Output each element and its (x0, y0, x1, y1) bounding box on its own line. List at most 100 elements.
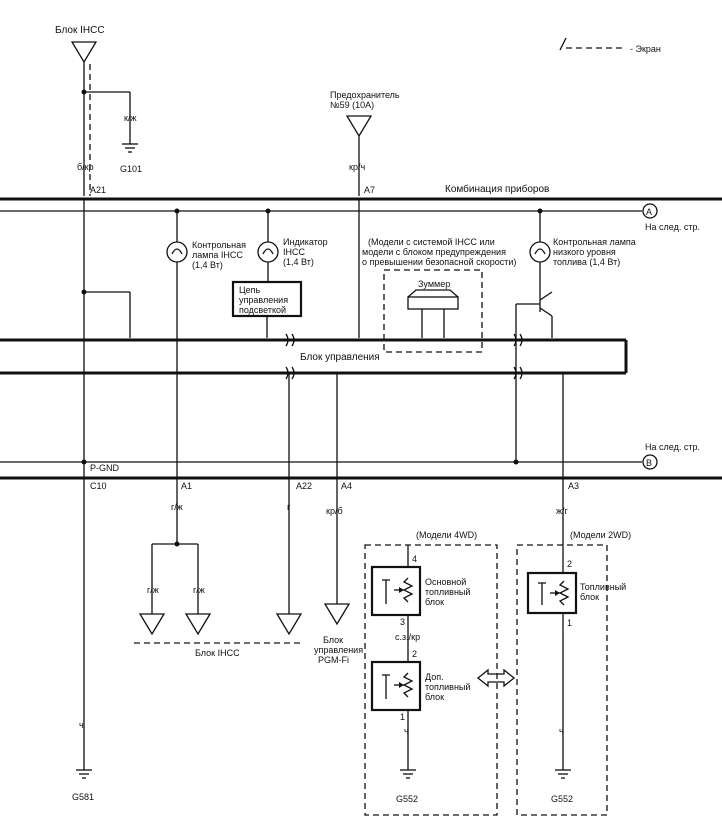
connector-c10: C10 (90, 481, 107, 491)
p-gnd-label: P-GND (90, 463, 120, 473)
next-page-a-letter: A (646, 207, 652, 217)
low-fuel-lamp-line3: топлива (1,4 Вт) (553, 257, 620, 267)
main-fuel-unit-line2: топливный (425, 587, 470, 597)
low-fuel-lamp-bulb-icon (529, 241, 551, 263)
pin-3: 3 (400, 617, 405, 627)
pin-2b: 2 (567, 559, 572, 569)
main-fuel-unit-line3: блок (425, 597, 444, 607)
wire-krb-label: кр/б (326, 506, 343, 516)
backlight-circuit-box (231, 280, 303, 318)
ground-g552-right-label: G552 (551, 794, 573, 804)
backlight-circuit-line2: управления (239, 295, 288, 305)
ground-g552-right-symbol (555, 769, 571, 779)
ground-g552-left-label: G552 (396, 794, 418, 804)
ground-g581-symbol (76, 769, 92, 779)
ground-g101-label: G101 (120, 164, 142, 174)
models-4wd-box (364, 544, 498, 816)
wire-gzh-left-label: г/ж (147, 585, 159, 595)
ihcc-lamp-bulb-icon (166, 241, 188, 263)
aux-fuel-unit-line3: блок (425, 692, 444, 702)
models-note-line2: модели с блоком предупреждения (362, 247, 506, 257)
ihcc-lamp-line2: лампа IHCC (192, 250, 243, 260)
screen-legend-label: - Экран (630, 44, 661, 54)
wire-krch-label: кр/ч (349, 162, 365, 172)
buzzer-icon (407, 289, 459, 338)
next-page-a-marker (642, 203, 658, 219)
models-2wd-box (516, 544, 608, 816)
ground-g552-left-symbol (400, 769, 416, 779)
pgm-fi-triangle (323, 603, 351, 626)
pin-4: 4 (412, 554, 417, 564)
wire-gzh-right-label: г/ж (193, 585, 205, 595)
backlight-circuit-line1: Цепь (239, 285, 261, 295)
transistor-icon (516, 291, 553, 338)
aux-fuel-rheostat-icon (382, 672, 414, 699)
connector-a7: A7 (364, 185, 375, 195)
ihcc-indicator-bulb-icon (257, 241, 279, 263)
connector-a21: A21 (90, 185, 106, 195)
ihcc-unit-input-3-triangle (275, 613, 303, 636)
low-fuel-lamp-line1: Контрольная лампа (553, 237, 636, 247)
low-fuel-lamp-line2: низкого уровня (553, 247, 616, 257)
ihcc-unit-bottom-label: Блок IHCC (195, 648, 240, 658)
instrument-cluster-label: Комбинация приборов (445, 183, 549, 195)
ihcc-unit-top-label: Блок IHCC (55, 25, 105, 36)
main-fuel-rheostat-icon (382, 577, 414, 604)
control-unit-label: Блок управления (300, 352, 380, 363)
backlight-circuit-line3: подсветкой (239, 305, 286, 315)
ground-g101-symbol (122, 143, 138, 153)
ihcc-unit-top-triangle (70, 41, 98, 64)
next-page-b-label: На след. стр. (645, 442, 700, 452)
wire-gzh-label: г/ж (171, 502, 183, 512)
wire-ch-mid-label: ч (404, 726, 409, 736)
models-4wd-label: (Модели 4WD) (416, 530, 477, 540)
next-page-b-letter: B (646, 458, 652, 468)
connector-a3: A3 (568, 481, 579, 491)
ihcc-lamp-line3: (1,4 Вт) (192, 260, 223, 270)
fuel-unit-line1: Топливный (580, 582, 626, 592)
aux-fuel-unit-box (370, 660, 422, 712)
connector-a4: A4 (341, 481, 352, 491)
next-page-a-label: На след. стр. (645, 222, 700, 232)
fuse-triangle (345, 115, 373, 138)
pin-1a: 1 (400, 712, 405, 722)
models-note-line1: (Модели с системой IHCC или (368, 237, 495, 247)
buzzer-label: Зуммер (418, 279, 450, 289)
ihcc-unit-input-2-triangle (184, 613, 212, 636)
connector-a22: A22 (296, 481, 312, 491)
wire-kzh-label: к/ж (124, 113, 136, 123)
fuel-rheostat-icon (538, 580, 570, 606)
wire-ch-left-label: ч (79, 720, 84, 730)
main-fuel-unit-line1: Основной (425, 577, 466, 587)
main-fuel-unit-box (370, 565, 422, 617)
ihcc-lamp-line1: Контрольная (192, 240, 246, 250)
control-unit-break-marks (285, 333, 523, 380)
models-2wd-label: (Модели 2WD) (570, 530, 631, 540)
wire-g-label: г (287, 502, 291, 512)
fuse-label-line1: Предохранитель (330, 90, 400, 100)
pin-1b: 1 (567, 618, 572, 628)
fuel-unit-line2: блок (580, 592, 599, 602)
double-arrow-icon (476, 668, 516, 688)
ihcc-indicator-line2: IHCC (283, 247, 305, 257)
ground-g581-label: G581 (72, 792, 94, 802)
pgm-fi-line1: Блок (323, 635, 343, 645)
models-note-line3: о превышении безопасной скорости) (362, 257, 516, 267)
aux-fuel-unit-line1: Доп. (425, 672, 444, 682)
ihcc-indicator-line1: Индикатор (283, 237, 328, 247)
pgm-fi-line2: управления (314, 645, 363, 655)
ihcc-indicator-line3: (1,4 Вт) (283, 257, 314, 267)
fuse-label-line2: №59 (10A) (330, 100, 374, 110)
next-page-b-marker (642, 454, 658, 470)
aux-fuel-unit-line2: топливный (425, 682, 470, 692)
wire-szkr-label: с.з./кр (395, 632, 420, 642)
ihcc-unit-input-1-triangle (138, 613, 166, 636)
wire-ch-right-label: ч (559, 726, 564, 736)
screen-legend: - Экран (559, 37, 661, 54)
pin-2a: 2 (412, 649, 417, 659)
wire-bkr-label: б/кр (77, 162, 94, 172)
pgm-fi-line3: PGM-Fi (318, 655, 349, 665)
wire-zhg-label: ж/г (556, 506, 569, 516)
connector-a1: A1 (181, 481, 192, 491)
